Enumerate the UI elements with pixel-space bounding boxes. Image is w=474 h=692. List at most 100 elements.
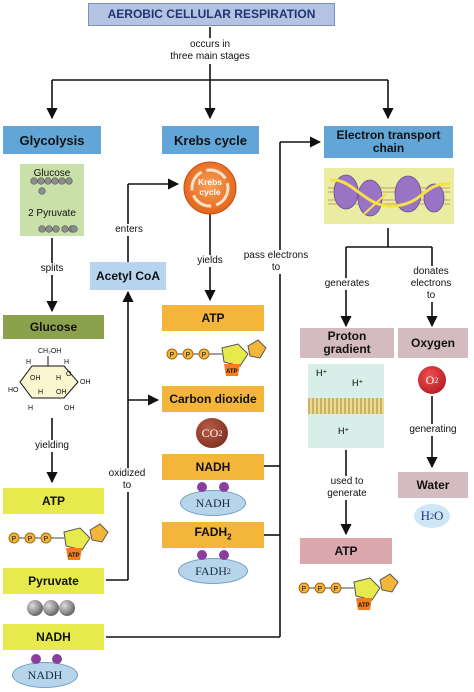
krebs-nadh-box: NADH <box>162 454 264 480</box>
h2o-sub: 2 <box>430 511 434 521</box>
oxidized-line2: to <box>122 480 132 491</box>
oxygen-box: Oxygen <box>398 328 468 358</box>
glycolysis-nadh-dot-1 <box>31 654 41 664</box>
glucose-atom-oh2: OH <box>80 379 91 386</box>
krebs-atp-label: ATP <box>201 310 225 325</box>
glycolysis-panel <box>20 164 84 236</box>
panel-glucose-label: Glucose <box>33 168 71 179</box>
glucose-atom-ch2oh: CH₂OH <box>38 348 61 355</box>
etc-atp-p2: P <box>318 586 323 593</box>
glycolysis-atp-p3: P <box>44 536 49 543</box>
etc-atp-badge: ATP <box>358 603 370 609</box>
fadh2-dot-2 <box>219 550 229 560</box>
glycolysis-label: Glycolysis <box>19 132 85 148</box>
proton-label-2: H⁺ <box>352 378 364 388</box>
krebs-atp-p2: P <box>186 352 191 359</box>
fadh2-box: FADH2 <box>162 522 264 548</box>
donates-line1: donates <box>413 266 449 277</box>
generates-label: generates <box>321 278 373 290</box>
etc-atp-label: ATP <box>334 543 358 558</box>
krebs-nadh-label: NADH <box>195 459 231 474</box>
intro-label-line2: three main stages <box>170 51 250 62</box>
glycolysis-nadh-molecule: NADH <box>12 662 78 688</box>
oxygen-label: Oxygen <box>410 335 455 350</box>
proton-gradient-line1: Proton <box>327 329 367 343</box>
o2-sub: 2 <box>434 375 439 385</box>
etc-label-line1: Electron transport <box>336 128 441 142</box>
glucose-atom-o: O <box>66 371 72 378</box>
etc-atp-box: ATP <box>300 538 392 564</box>
krebs-atp-p1: P <box>170 352 175 359</box>
fadh2-label: FADH2 <box>194 526 231 543</box>
etc-atp-molecule: P P P ATP <box>298 573 399 610</box>
krebs-icon-line1: Krebs <box>197 177 223 187</box>
splits-label: splits <box>36 263 68 275</box>
glucose-atom-h3: H <box>56 375 61 382</box>
membrane-protein-illustration <box>324 168 454 224</box>
carbon-dioxide-box: Carbon dioxide <box>162 386 264 412</box>
carbon-dioxide-label: Carbon dioxide <box>169 391 257 406</box>
intro-label: occurs in three main stages <box>160 39 260 63</box>
panel-glucose-beads <box>30 177 73 195</box>
glycolysis-atp-molecule: P P P ATP <box>8 523 109 560</box>
yielding-label: yielding <box>30 440 74 452</box>
donates-line3: to <box>426 290 436 301</box>
glycolysis-atp-p2: P <box>28 536 33 543</box>
proton-label-1: H⁺ <box>316 368 328 378</box>
pass-electrons-line1: pass electrons <box>243 250 309 261</box>
used-to-generate-line1: used to <box>330 476 364 487</box>
donates-line2: electrons <box>410 278 452 289</box>
co2-sub: 2 <box>218 428 223 438</box>
etc-atp-p1: P <box>302 586 307 593</box>
glucose-atom-h4: H <box>38 389 43 396</box>
pass-electrons-line2: to <box>271 262 281 273</box>
glucose-atom-oh4: OH <box>64 405 75 412</box>
proton-membrane <box>308 398 384 414</box>
oxidized-line1: oxidized <box>108 468 146 479</box>
water-label: Water <box>416 477 450 492</box>
glucose-atom-ho: HO <box>8 387 19 394</box>
krebs-nadh-dot-1 <box>197 482 207 492</box>
glucose-atom-h1: H <box>26 359 31 366</box>
glucose-label: Glucose <box>29 319 78 334</box>
krebs-atp-molecule: P P P ATP <box>166 339 267 376</box>
glucose-atom-oh1: OH <box>30 375 41 382</box>
glycolysis-nadh-dot-2 <box>52 654 62 664</box>
pyruvate-box: Pyruvate <box>3 568 104 594</box>
fadh2-label-base: FADH <box>194 525 228 540</box>
generating-label: generating <box>406 424 460 436</box>
water-box: Water <box>398 472 468 498</box>
etc-label-line2: chain <box>372 141 405 155</box>
fadh2-molecule-sub: 2 <box>226 566 231 576</box>
glycolysis-box: Glycolysis <box>3 126 101 154</box>
krebs-nadh-dot-2 <box>219 482 229 492</box>
glycolysis-nadh-box: NADH <box>3 624 104 650</box>
yields-label: yields <box>194 255 226 267</box>
pyruvate-label: Pyruvate <box>28 573 79 588</box>
acetyl-coa-label: Acetyl CoA <box>95 268 160 283</box>
glycolysis-atp-box: ATP <box>3 488 104 514</box>
proton-label-3: H⁺ <box>338 426 350 436</box>
glucose-structure: CH₂OH O H H OH H OH HO H OH H OH <box>8 348 91 412</box>
krebs-icon-line2: cycle <box>199 187 221 197</box>
glycolysis-atp-p1: P <box>12 536 17 543</box>
acetyl-coa-box: Acetyl CoA <box>90 262 166 290</box>
used-to-generate-line2: generate <box>327 488 367 499</box>
glucose-atom-h2: H <box>64 359 69 366</box>
glucose-atom-h5: H <box>28 405 33 412</box>
pyruvate-molecule <box>27 600 75 616</box>
glycolysis-nadh-molecule-label: NADH <box>27 667 63 682</box>
page-title: AEROBIC CELLULAR RESPIRATION <box>107 7 316 21</box>
